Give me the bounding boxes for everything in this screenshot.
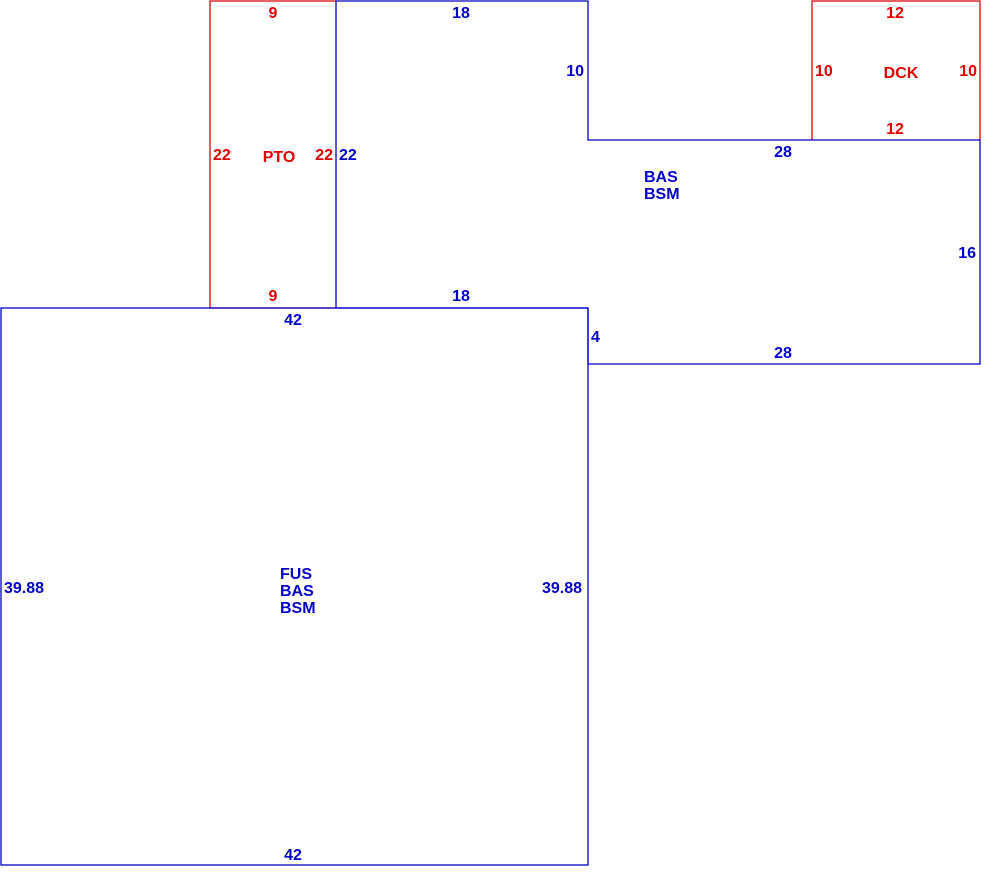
upper-bas-left-dimension: 22 (339, 147, 357, 164)
fus-bottom-dimension: 42 (284, 847, 302, 864)
upper-bas-label-2: BSM (644, 186, 680, 203)
pto-right-dimension: 22 (315, 147, 333, 164)
pto-left-dimension: 22 (213, 147, 231, 164)
dck-top-dimension: 12 (886, 5, 904, 22)
fus-label-1: FUS (280, 566, 312, 583)
dck-area-label: DCK (884, 65, 919, 82)
pto-area-label: PTO (263, 149, 296, 166)
dck-area: 12 12 10 10 DCK (811, 0, 981, 140)
upper-bas-bottom-right-dimension: 28 (774, 345, 792, 362)
fus-label-2: BAS (280, 583, 314, 600)
upper-bas-step-dimension: 28 (774, 144, 792, 161)
upper-bas-bottom-left-dimension: 18 (452, 288, 470, 305)
pto-bottom-dimension: 9 (269, 288, 278, 305)
upper-bas-top-dimension: 18 (452, 5, 470, 22)
dck-outline (811, 0, 981, 140)
dck-right-dimension: 10 (959, 63, 977, 80)
fus-right-dimension: 39.88 (542, 580, 582, 597)
fus-outline (0, 307, 589, 866)
upper-bas-area: 18 10 28 16 28 4 22 18 BAS BSM (335, 0, 981, 365)
fus-label-3: BSM (280, 600, 316, 617)
fus-area: 42 42 39.88 39.88 FUS BAS BSM (0, 307, 589, 866)
fus-top-dimension: 42 (284, 312, 302, 329)
upper-bas-right-upper-dimension: 10 (566, 63, 584, 80)
upper-bas-label-1: BAS (644, 169, 678, 186)
dck-left-dimension: 10 (815, 63, 833, 80)
pto-area: 9 9 22 22 PTO (209, 0, 336, 309)
fus-left-dimension: 39.88 (4, 580, 44, 597)
upper-bas-right-dimension: 16 (958, 245, 976, 262)
upper-bas-step-down-dimension: 4 (591, 329, 600, 346)
dck-bottom-dimension: 12 (886, 121, 904, 138)
pto-top-dimension: 9 (269, 5, 278, 22)
